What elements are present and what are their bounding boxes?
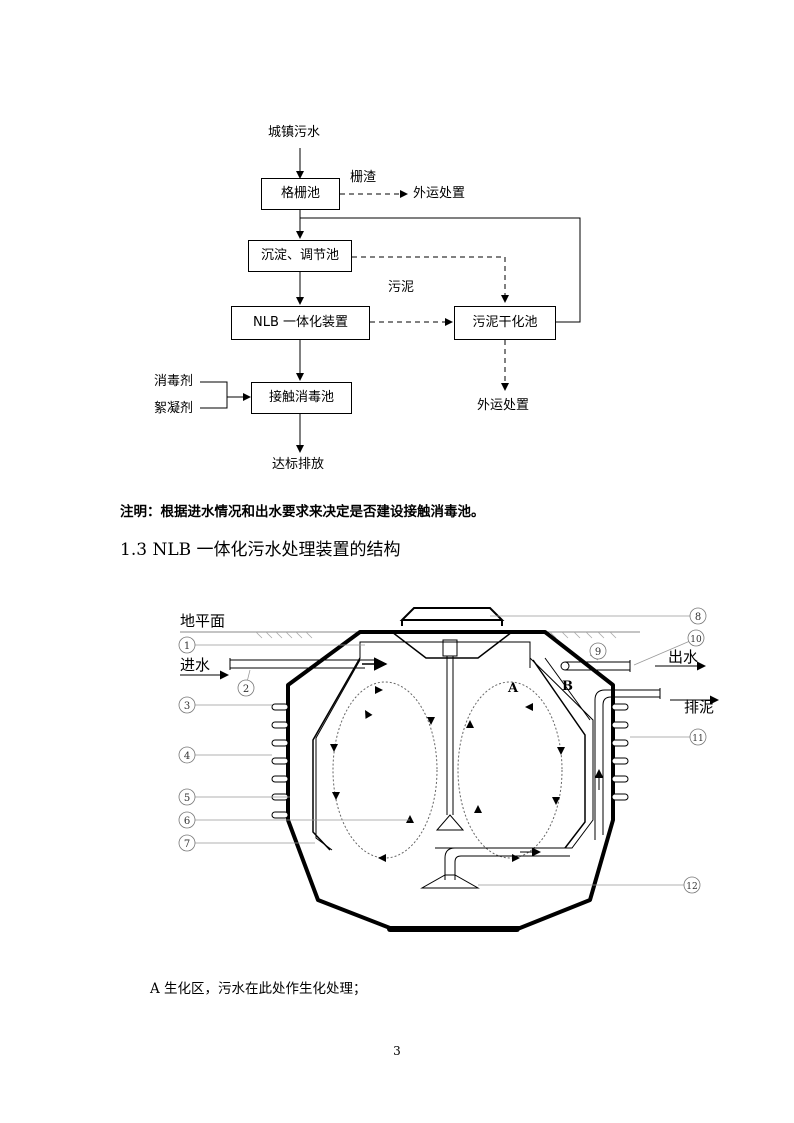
- flow-dry-tank: 污泥干化池: [454, 306, 556, 340]
- flow-haul-1: 外运处置: [413, 186, 466, 201]
- label-ground: 地平面: [180, 612, 225, 630]
- flow-discharge: 达标排放: [272, 457, 325, 472]
- callout-8: 8: [695, 612, 701, 623]
- flow-flocculant: 絮凝剂: [154, 401, 194, 416]
- flow-sludge-label: 污泥: [388, 280, 415, 295]
- note-text: 注明：根据进水情况和出水要求来决定是否建设接触消毒池。: [120, 504, 485, 520]
- label-inlet: 进水: [180, 656, 210, 674]
- flow-contact-tank: 接触消毒池: [251, 382, 352, 414]
- flow-disinfectant: 消毒剂: [154, 374, 194, 389]
- callout-7: 7: [184, 839, 190, 850]
- callout-10: 10: [690, 635, 702, 645]
- label-outlet: 出水: [668, 648, 698, 666]
- flow-haul-2: 外运处置: [477, 398, 530, 413]
- flow-settle-tank: 沉淀、调节池: [248, 240, 352, 272]
- label-zone-b: B: [562, 679, 573, 694]
- callout-4: 4: [184, 751, 190, 762]
- paragraph-zone-a: A 生化区，污水在此处作生化处理；: [150, 981, 367, 997]
- callout-6: 6: [184, 816, 190, 827]
- page-number: 3: [393, 1044, 401, 1058]
- callout-3: 3: [184, 701, 190, 712]
- flow-source: 城镇污水: [268, 125, 321, 140]
- section-heading: 1.3 NLB 一体化污水处理装置的结构: [120, 540, 401, 560]
- callout-12: 12: [686, 882, 697, 892]
- flow-nlb-unit: NLB 一体化装置: [231, 306, 370, 340]
- flow-grille-residue: 栅渣: [350, 170, 377, 185]
- callout-2: 2: [243, 684, 249, 695]
- callout-11: 11: [692, 734, 703, 744]
- label-zone-a: A: [507, 681, 519, 696]
- callout-1: 1: [184, 641, 190, 652]
- callout-9: 9: [595, 647, 601, 658]
- flow-grille-tank: 格栅池: [261, 178, 340, 210]
- label-sludge-out: 排泥: [684, 698, 714, 716]
- callout-5: 5: [184, 793, 190, 804]
